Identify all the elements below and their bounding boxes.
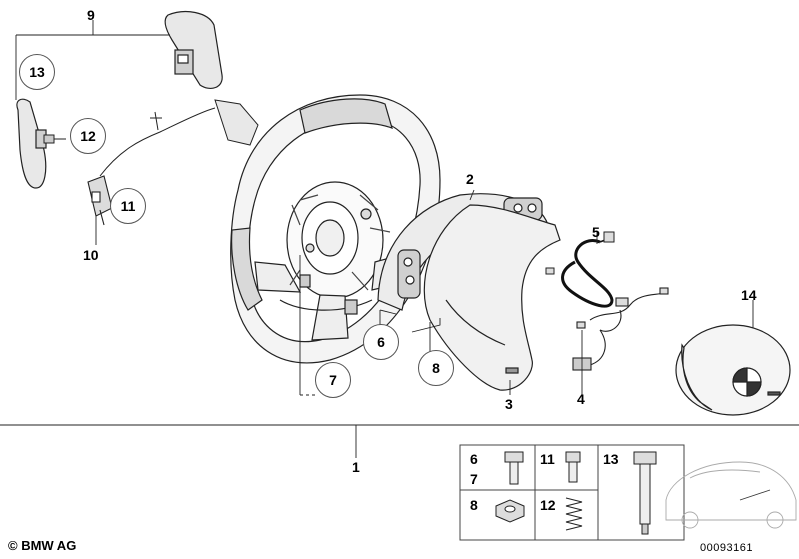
screw-12 (43, 134, 66, 144)
car-silhouette (665, 461, 797, 529)
callout-part-6: 6 (363, 324, 399, 360)
label-part-1: 1 (352, 459, 360, 475)
label-part-5: 5 (592, 224, 600, 240)
box-label-13: 13 (603, 451, 619, 467)
paddle-shifter-right (164, 11, 223, 89)
box-label-11: 11 (540, 451, 555, 467)
copyright-text: © BMW AG (8, 538, 77, 553)
spring-12 (565, 497, 583, 531)
callout-part-12: 12 (70, 118, 106, 154)
bolt-11 (565, 451, 581, 483)
label-part-2: 2 (466, 171, 474, 187)
box-label-6: 6 (470, 451, 478, 467)
connector-5 (545, 231, 615, 275)
airbag-module (675, 324, 791, 416)
nut-8 (495, 499, 525, 523)
box-label-7: 7 (470, 471, 478, 487)
label-part-4: 4 (577, 391, 585, 407)
lower-trim-cover (423, 204, 561, 391)
box-label-12: 12 (540, 497, 556, 513)
wiring-harness-top (99, 99, 259, 177)
paddle-shifter-left (16, 98, 47, 189)
bolt-13 (633, 451, 657, 535)
label-part-10: 10 (83, 247, 99, 263)
callout-part-7: 7 (315, 362, 351, 398)
label-part-14: 14 (741, 287, 757, 303)
callout-part-11: 11 (110, 188, 146, 224)
box-label-8: 8 (470, 497, 478, 513)
document-number: 00093161 (700, 542, 753, 554)
label-part-9: 9 (87, 7, 95, 23)
leader-lines (0, 20, 799, 458)
callout-part-13: 13 (19, 54, 55, 90)
callout-part-8: 8 (418, 350, 454, 386)
wiring-loom-5 (561, 237, 614, 308)
hardware-box (459, 444, 685, 541)
label-part-3: 3 (505, 396, 513, 412)
bolt-6-7 (504, 451, 524, 485)
control-unit-10-11 (87, 175, 113, 226)
